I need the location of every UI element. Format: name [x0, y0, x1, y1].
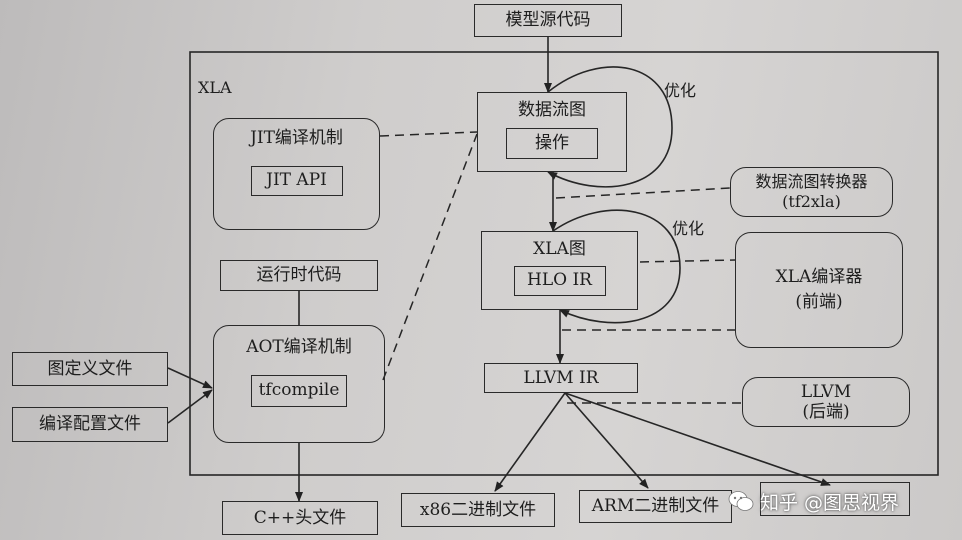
llvm-backend-title: LLVM	[800, 381, 852, 402]
arm-binary-box: ARM二进制文件	[579, 490, 732, 523]
jit-mechanism-label: JIT编译机制	[250, 128, 343, 148]
xla-frame	[189, 51, 939, 476]
dashed-converter	[555, 187, 731, 199]
jit-api-box: JIT API	[250, 165, 343, 196]
hlo-ir-box: HLO IR	[513, 265, 606, 296]
xla-compiler-title: XLA编译器	[775, 266, 863, 287]
arrow-llvmir-to-x86	[494, 392, 566, 492]
xla-compiler-box: XLA编译器 (前端)	[735, 232, 903, 348]
xla-compiler-subtitle: (前端)	[795, 292, 843, 312]
x86-binary-box: x86二进制文件	[401, 493, 555, 527]
frame-label-xla: XLA	[198, 78, 232, 97]
dataflow-graph-box: 数据流图 操作	[477, 92, 627, 172]
cpp-header-box: C++头文件	[222, 501, 378, 535]
watermark: 知乎 @图思视界	[728, 484, 948, 518]
compile-config-file-box: 编译配置文件	[12, 407, 168, 442]
converter-box: 数据流图转换器 (tf2xla)	[730, 167, 893, 217]
llvm-backend-subtitle: (后端)	[802, 402, 850, 422]
arrow-llvmir-to-third	[564, 392, 831, 486]
xla-graph-box: XLA图 HLO IR	[481, 231, 638, 310]
jit-mechanism-box: JIT编译机制 JIT API	[213, 118, 380, 230]
llvm-backend-box: LLVM (后端)	[742, 377, 910, 427]
dashed-xla-compiler-1	[639, 259, 736, 263]
optimize-label-2: 优化	[672, 219, 705, 238]
arrow-graphdef-to-aot	[167, 367, 213, 389]
tfcompile-box: tfcompile	[251, 374, 347, 407]
xla-graph-label: XLA图	[533, 239, 586, 259]
model-source-box: 模型源代码	[474, 4, 622, 37]
operation-box: 操作	[506, 127, 598, 159]
third-binary-box	[760, 482, 910, 516]
watermark-text: 知乎 @图思视界	[760, 491, 900, 514]
optimize-loop-2	[552, 209, 681, 324]
optimize-label-1: 优化	[664, 81, 697, 100]
wechat-icon	[728, 491, 754, 511]
converter-subtitle: (tf2xla)	[782, 192, 841, 211]
arrow-llvmir-to-arm	[564, 392, 649, 489]
dashed-jit-to-dataflow	[379, 131, 478, 137]
dashed-aot-to-dataflow	[382, 133, 478, 381]
graph-def-file-box: 图定义文件	[12, 352, 168, 386]
aot-mechanism-label: AOT编译机制	[246, 337, 352, 357]
converter-title: 数据流图转换器	[755, 172, 868, 191]
arrow-config-to-aot	[167, 389, 213, 424]
llvm-ir-box: LLVM IR	[484, 363, 638, 393]
optimize-loop-1	[547, 66, 673, 188]
dataflow-graph-label: 数据流图	[518, 100, 586, 120]
runtime-code-box: 运行时代码	[220, 260, 378, 291]
aot-mechanism-box: AOT编译机制 tfcompile	[213, 325, 385, 443]
